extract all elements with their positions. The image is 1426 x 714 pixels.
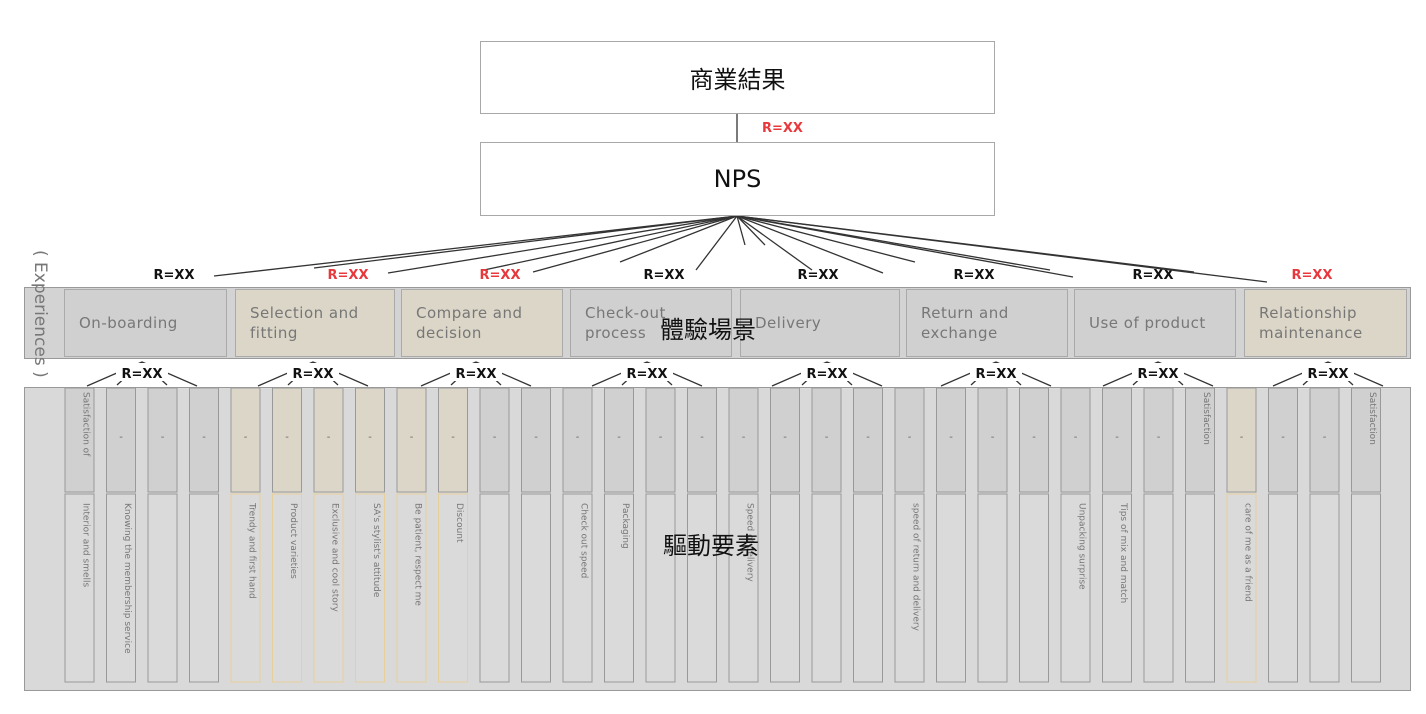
- stage-r-label: R=XX: [1133, 268, 1174, 283]
- nps-to-stage-line: [736, 215, 1074, 278]
- nps-to-stage-line: [736, 215, 746, 246]
- stage-label: Delivery: [755, 314, 822, 332]
- nps-to-stage-line: [736, 215, 916, 263]
- stage-label: Relationship maintenance: [1259, 304, 1363, 342]
- sub-r-bg: [287, 363, 339, 381]
- stage-r-label: R=XX: [154, 268, 195, 283]
- stage-box-4: Check-out process: [570, 289, 732, 357]
- stage-label: Use of product: [1089, 314, 1206, 332]
- sub-r-bg: [450, 363, 502, 381]
- stage-label: Selection and fitting: [250, 304, 359, 342]
- sub-r-bg: [621, 363, 673, 381]
- sub-r-label: R=XX: [1138, 367, 1179, 382]
- nps-label: NPS: [713, 165, 762, 193]
- stage-r-label: R=XX: [1292, 268, 1333, 283]
- experiences-label: ( Experiences ): [30, 250, 50, 378]
- stage-r-label: R=XX: [798, 268, 839, 283]
- sub-r-label: R=XX: [122, 367, 163, 382]
- stage-label: Check-out process: [585, 304, 666, 342]
- business-outcome-box: 商業結果: [480, 41, 995, 114]
- stage-box-1: On-boarding: [64, 289, 227, 357]
- nps-to-stage-line: [736, 215, 813, 271]
- experience-scene-label: 體驗場景: [660, 316, 756, 344]
- nps-to-stage-line: [532, 215, 738, 273]
- nps-to-stage-line: [483, 215, 738, 271]
- sub-r-bg: [116, 363, 168, 381]
- business-outcome-label: 商業結果: [689, 66, 786, 94]
- stage-box-8: Relationship maintenance: [1244, 289, 1407, 357]
- nps-to-stage-line: [619, 215, 738, 263]
- sub-r-label: R=XX: [293, 367, 334, 382]
- top-r-label: R=XX: [762, 121, 803, 136]
- sub-r-label: R=XX: [456, 367, 497, 382]
- nps-to-stage-line: [736, 215, 884, 274]
- sub-r-label: R=XX: [627, 367, 668, 382]
- sub-r-label: R=XX: [1308, 367, 1349, 382]
- sub-r-bg: [1302, 363, 1354, 381]
- stage-label: Compare and decision: [416, 304, 523, 342]
- driver-label: 驅動要素: [663, 532, 759, 560]
- sub-r-bg: [1132, 363, 1184, 381]
- nps-to-stage-line: [736, 215, 1268, 283]
- nps-to-stage-line: [736, 215, 766, 246]
- stage-r-label: R=XX: [328, 268, 369, 283]
- stage-r-label: R=XX: [480, 268, 521, 283]
- sub-r-label: R=XX: [976, 367, 1017, 382]
- nps-to-stage-line: [213, 215, 738, 277]
- stage-box-6: Return and exchange: [906, 289, 1068, 357]
- stage-label: On-boarding: [79, 314, 178, 332]
- sub-r-bg: [970, 363, 1022, 381]
- stage-box-5: Delivery: [740, 289, 900, 357]
- stage-box-2: Selection and fitting: [235, 289, 395, 357]
- stage-box-3: Compare and decision: [401, 289, 563, 357]
- stage-r-label: R=XX: [644, 268, 685, 283]
- nps-to-stage-line: [387, 215, 738, 274]
- sub-r-bg: [801, 363, 853, 381]
- nps-to-stage-line: [695, 215, 738, 271]
- nps-box: NPS: [480, 142, 995, 216]
- stage-label: Return and exchange: [921, 304, 1009, 342]
- stage-r-label: R=XX: [954, 268, 995, 283]
- sub-r-label: R=XX: [807, 367, 848, 382]
- stage-box-7: Use of product: [1074, 289, 1236, 357]
